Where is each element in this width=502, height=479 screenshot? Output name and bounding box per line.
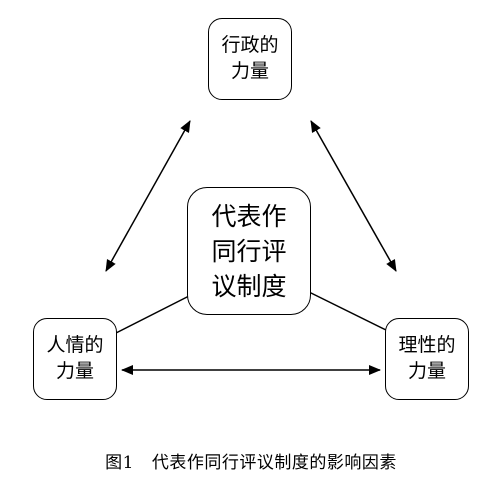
node-peer-review-system: 代表作 同行评 议制度 bbox=[187, 187, 311, 315]
link-center-left bbox=[115, 295, 190, 334]
node-label-line: 力量 bbox=[55, 360, 94, 382]
arrow-top-left bbox=[105, 120, 191, 272]
node-label-line: 力量 bbox=[230, 60, 269, 82]
node-label-line: 代表作 bbox=[211, 201, 287, 231]
node-label-line: 理性的 bbox=[398, 334, 456, 357]
arrow-top-right bbox=[310, 120, 397, 272]
node-rational-power: 理性的 力量 bbox=[385, 318, 469, 400]
node-label-line: 人情的 bbox=[46, 334, 104, 357]
node-label-line: 议制度 bbox=[211, 271, 287, 301]
figure-title: 代表作同行评议制度的影响因素 bbox=[151, 453, 397, 473]
node-label-line: 行政的 bbox=[221, 34, 279, 57]
link-center-right bbox=[308, 291, 387, 331]
figure-caption: 图1 代表作同行评议制度的影响因素 bbox=[0, 448, 502, 473]
node-administrative-power: 行政的 力量 bbox=[208, 18, 292, 100]
node-personal-relations-power: 人情的 力量 bbox=[33, 318, 117, 400]
node-label-line: 同行评 bbox=[211, 236, 287, 266]
node-label-line: 力量 bbox=[407, 360, 446, 382]
figure-number: 图1 bbox=[105, 453, 134, 473]
